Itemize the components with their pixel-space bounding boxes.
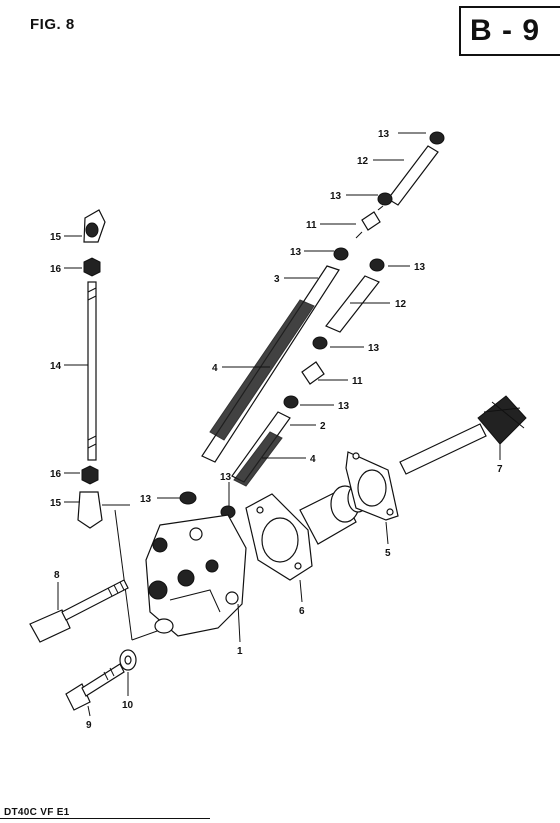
- callout-13-lower-right: 13: [338, 401, 350, 412]
- callout-15-top: 15: [50, 232, 62, 243]
- washer-10: [119, 649, 137, 671]
- callout-13-right: 13: [414, 262, 426, 273]
- figure-label: FIG. 8: [30, 16, 75, 33]
- hose-4-corrugated-lower: [233, 431, 283, 487]
- callout-1: 1: [237, 646, 243, 657]
- gasket-5: [345, 451, 399, 521]
- callout-8: 8: [54, 570, 60, 581]
- fitting-15-top: [83, 209, 106, 243]
- model-code: DT40C VF E1: [4, 807, 70, 818]
- callout-11-mid: 11: [352, 376, 363, 387]
- gasket-6: [245, 493, 313, 581]
- callout-4-lower: 4: [310, 454, 316, 465]
- hose-12-right: [325, 275, 380, 333]
- fitting-15-bottom: [77, 491, 130, 529]
- fuel-filter-11-top: [355, 205, 384, 239]
- callout-6: 6: [299, 606, 305, 617]
- callout-3: 3: [274, 274, 280, 285]
- callout-13-c: 13: [290, 247, 302, 258]
- hose-4-corrugated-upper: [209, 299, 315, 441]
- callout-13-mid-right: 13: [368, 343, 380, 354]
- nut-16-bottom: [81, 465, 99, 485]
- fuel-filter-11-mid: [301, 361, 325, 385]
- hose-12-top: [387, 145, 439, 206]
- clamp-13-lower-right: [283, 395, 299, 409]
- callout-12-top: 12: [357, 156, 369, 167]
- nut-16-top: [83, 257, 101, 277]
- fuel-pump-body-1: [145, 514, 247, 637]
- callout-15-bottom: 15: [50, 498, 62, 509]
- callout-2: 2: [320, 421, 326, 432]
- leader-lines: [57, 132, 501, 717]
- clamp-13-top: [429, 131, 445, 145]
- section-code: B - 9: [470, 14, 541, 47]
- clamp-13-b: [377, 192, 393, 206]
- bolt-8: [29, 579, 129, 643]
- callout-13-top: 13: [378, 129, 390, 140]
- section-code-box: [459, 6, 560, 56]
- bolt-9: [65, 663, 125, 711]
- clamp-13-mid-right: [312, 336, 328, 350]
- stud-14: [87, 281, 97, 461]
- callout-11-top: 11: [306, 220, 317, 231]
- callout-9: 9: [86, 720, 92, 731]
- clamp-13-bottom-a: [179, 491, 197, 505]
- callout-16-bottom: 16: [50, 469, 62, 480]
- callout-12-right: 12: [395, 299, 407, 310]
- clamp-13-right: [369, 258, 385, 272]
- callout-7: 7: [497, 464, 503, 475]
- callout-13-bottom-a: 13: [140, 494, 152, 505]
- footer-rule: [0, 818, 210, 819]
- clamp-13-c: [333, 247, 349, 261]
- callout-10: 10: [122, 700, 134, 711]
- callout-5: 5: [385, 548, 391, 559]
- callout-13-bottom-b: 13: [220, 472, 232, 483]
- callout-16-top: 16: [50, 264, 62, 275]
- shaft-7: [399, 395, 527, 475]
- assembly-guide-line: [131, 629, 161, 641]
- assembly-guide-line: [114, 509, 133, 641]
- callout-4-upper: 4: [212, 363, 218, 374]
- callout-14: 14: [50, 361, 62, 372]
- callout-13-b: 13: [330, 191, 342, 202]
